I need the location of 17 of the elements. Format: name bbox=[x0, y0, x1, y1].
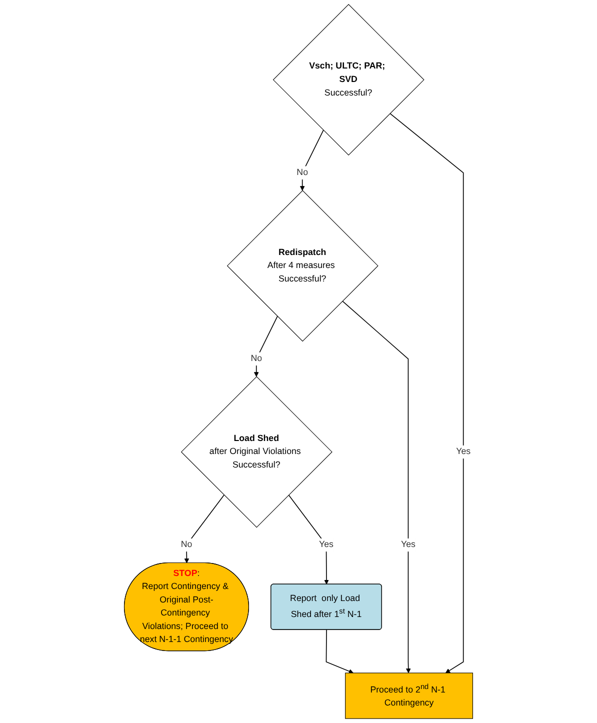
node-box: Proceed to 2$^{nd}$ N-1 Contingency bbox=[345, 672, 474, 719]
edge-label: Yes bbox=[319, 540, 334, 550]
node-diamond: Load Shed after Original Violations Successful? bbox=[180, 376, 332, 528]
edge-label: No bbox=[250, 354, 262, 364]
arrow bbox=[300, 130, 324, 191]
arrow bbox=[254, 316, 278, 377]
arrow bbox=[390, 113, 464, 674]
edge-label: Yes bbox=[400, 540, 416, 550]
arrow bbox=[326, 629, 354, 674]
node-diamond: Redispatch After 4 measures Successful? bbox=[226, 190, 378, 342]
edge-label: Yes bbox=[456, 446, 471, 456]
arrow bbox=[184, 494, 224, 564]
edge-label: No bbox=[296, 168, 308, 178]
arrow bbox=[288, 494, 329, 584]
arrow bbox=[342, 300, 411, 674]
edge-label: No bbox=[180, 540, 192, 550]
node-diamond: Vsch; ULTC; PAR; SVD Successful? bbox=[272, 4, 424, 156]
